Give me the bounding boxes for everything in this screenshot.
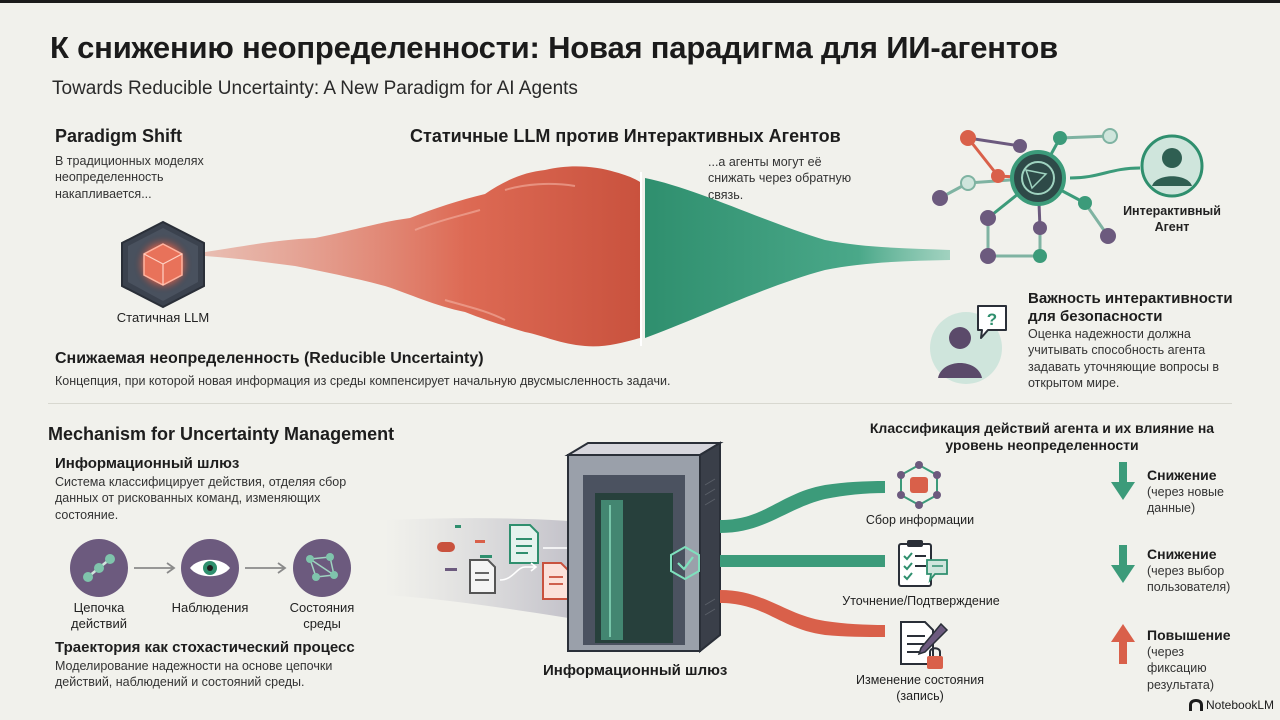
center-comparison-title: Статичные LLM против Интерактивных Агент… [410, 126, 841, 146]
gateway-section-title: Информационный шлюз [55, 455, 240, 472]
action-label-write: Изменение состояния (запись) [856, 673, 984, 703]
reducible-uncertainty-title: Снижаемая неопределенность (Reducible Un… [55, 350, 484, 367]
effect-clarify: Снижение [1147, 546, 1217, 562]
checklist-icon [898, 540, 948, 587]
action-label-clarify: Уточнение/Подтверждение [842, 594, 1000, 608]
effect-write-detail: (через фиксацию результата) [1147, 645, 1214, 692]
classification-title: Классификация действий агента и их влиян… [869, 420, 1215, 453]
arrow-up-icon [1111, 624, 1135, 664]
flow-label-observations: Наблюдения [171, 600, 249, 615]
effect-write: Повышение [1147, 627, 1231, 643]
mechanism-title: Mechanism for Uncertainty Management [48, 424, 395, 444]
trajectory-title: Траектория как стохастический процесс [55, 639, 355, 656]
top-border [0, 0, 1280, 3]
flow-label-actions: Цепочка действий [71, 600, 127, 632]
safety-text: Оценка надежности должна учитывать спосо… [1028, 327, 1220, 390]
gateway-check-icon [670, 545, 700, 581]
trajectory-text: Моделирование надежности на основе цепоч… [55, 659, 333, 690]
question-mark-glyph: ? [987, 310, 997, 329]
info-gathering-icon [897, 461, 941, 509]
notebooklm-logo-icon [1189, 699, 1203, 711]
safety-title: Важность интерактивности для безопасност… [1028, 290, 1233, 325]
brand-label: NotebookLM [1206, 698, 1275, 712]
static-llm-label: Статичная LLM [116, 310, 210, 325]
effect-gather: Снижение [1147, 467, 1217, 483]
flow-label-states: Состояния среды [289, 600, 355, 632]
arrow-down-icon-2 [1111, 545, 1135, 583]
eye-icon [181, 539, 239, 597]
write-lock-icon [900, 621, 949, 669]
paradigm-shift-title: Paradigm Shift [55, 126, 183, 146]
static-llm-cube-icon [121, 220, 205, 309]
agent-network-icon [932, 128, 1204, 264]
chain-icon [70, 539, 128, 597]
action-label-gather: Сбор информации [865, 513, 975, 527]
document-red-icon [542, 562, 570, 600]
document-gray-icon [469, 559, 496, 594]
interactive-agent-label: Интерактивный Агент [1123, 204, 1221, 234]
gateway-section-text: Система классифицирует действия, отделяя… [55, 475, 347, 522]
document-green-icon [509, 524, 539, 564]
page-subtitle: Towards Reducible Uncertainty: A New Par… [52, 78, 578, 99]
effect-clarify-detail: (через выбор пользователя) [1147, 564, 1231, 595]
section-divider [48, 403, 1232, 404]
paradigm-shift-text: В традиционных моделях неопределенность … [55, 154, 204, 201]
arrow-down-icon [1111, 462, 1135, 500]
network-icon [293, 539, 351, 597]
agents-text: ...а агенты могут её снижать через обрат… [708, 155, 852, 202]
gateway-label: Информационный шлюз [543, 662, 728, 679]
effect-gather-detail: (через новые данные) [1147, 485, 1224, 516]
gateway-illustration [385, 441, 885, 654]
incoming-packets [437, 525, 492, 571]
user-question-icon: ? [930, 305, 1007, 384]
trajectory-flow [70, 539, 351, 597]
reducible-uncertainty-text: Концепция, при которой новая информация … [55, 374, 671, 388]
page-title: К снижению неопределенности: Новая парад… [50, 30, 1058, 65]
uncertainty-plume [205, 166, 950, 347]
